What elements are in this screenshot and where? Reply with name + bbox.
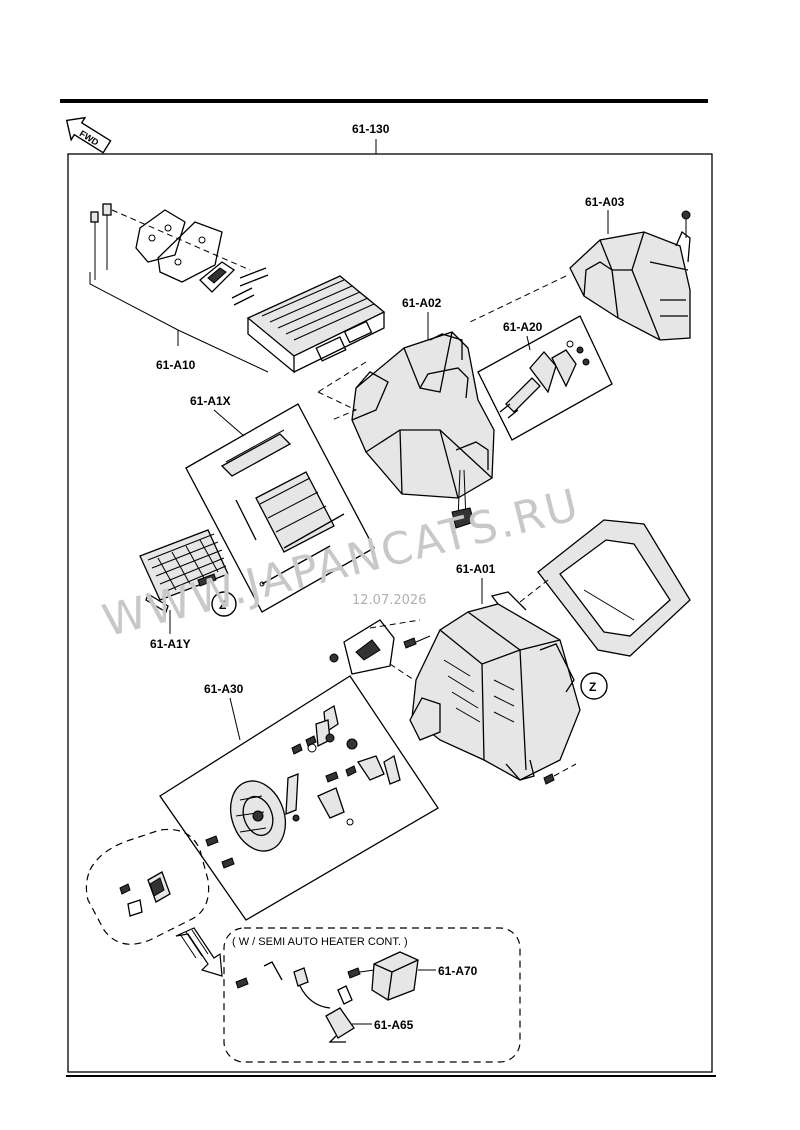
z-marker-right: Z [580,672,608,700]
flap-kit-group [185,403,375,613]
blower-housing-group [403,519,691,785]
label-a65: 61-A65 [374,1018,414,1032]
blower-fan-group [159,675,439,921]
label-assembly: 61-130 [352,122,390,136]
optional-subassembly-box [223,927,521,1063]
watermark-date: 12.07.2026 [352,593,426,608]
label-a10: 61-A10 [156,358,196,372]
label-a03: 61-A03 [585,195,625,209]
heater-core-group [89,203,386,374]
z-marker-left: Z [211,591,237,617]
assembly-frame [67,153,713,1073]
label-a02: 61-A02 [402,296,442,310]
label-a70: 61-A70 [438,964,478,978]
upper-case-group [317,331,495,529]
control-unit-group [235,951,419,1043]
label-a01: 61-A01 [456,562,496,576]
z-marker-left-label: Z [219,598,226,612]
fwd-arrow-icon: FWD [65,116,112,154]
z-marker-right-label: Z [589,680,596,694]
optional-note: ( W / SEMI AUTO HEATER CONT. ) [232,936,408,948]
label-a1x: 61-A1X [190,394,231,408]
link-kit-group [477,315,613,441]
label-a1y: 61-A1Y [150,637,191,651]
label-a30: 61-A30 [204,682,244,696]
arrow-down-icon [175,927,223,977]
filter-group [139,529,229,613]
label-a20: 61-A20 [503,320,543,334]
optional-left-group [85,828,210,945]
duct-group [569,210,691,341]
bracket-group [329,619,421,681]
